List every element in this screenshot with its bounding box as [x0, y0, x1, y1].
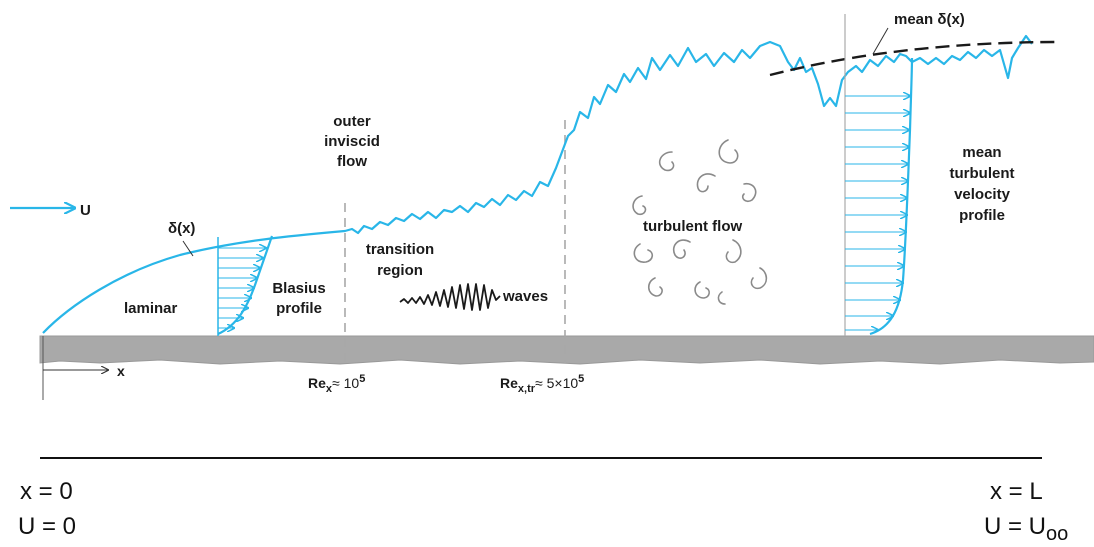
freestream-label: U: [80, 202, 91, 219]
turbulent-profile-curve: [869, 57, 914, 336]
mean-profile-line4: profile: [959, 207, 1005, 224]
laminar-label: laminar: [124, 300, 178, 317]
delta-label: δ(x): [168, 220, 195, 237]
mean-profile-line2: turbulent: [950, 165, 1015, 182]
blasius-curve: [217, 235, 274, 336]
mean-delta-label: mean δ(x): [894, 11, 965, 28]
blasius-arrows: [218, 248, 266, 328]
transition-label-line1: transition: [366, 241, 434, 258]
delta-leader: [182, 240, 194, 257]
mean-profile-line3: velocity: [954, 186, 1011, 203]
x-axis-label: x: [117, 363, 125, 379]
outer-flow-line3: flow: [337, 153, 367, 170]
mean-delta-curve: [769, 40, 1061, 77]
plate-wall: [39, 335, 1094, 365]
svg-text:U = Uoo: U = Uoo: [984, 513, 1068, 545]
svg-text:Rex≈ 105: Rex≈ 105: [308, 373, 365, 395]
turbulent-profile-arrows: [845, 96, 910, 330]
mean-delta-leader: [872, 27, 889, 55]
svg-text:Rex,tr≈ 5×105: Rex,tr≈ 5×105: [500, 373, 584, 395]
right-u-label: U = Uoo: [984, 513, 1068, 545]
turbulent-eddies: [632, 139, 768, 305]
mean-profile-line1: mean: [962, 144, 1001, 161]
transition-label-line2: region: [377, 262, 423, 279]
blasius-label-line1: Blasius: [272, 280, 325, 297]
outer-flow-line2: inviscid: [324, 133, 380, 150]
left-x-label: x = 0: [20, 478, 73, 505]
outer-flow-line1: outer: [333, 113, 371, 130]
blasius-label-line2: profile: [276, 300, 322, 317]
transition-waves-squiggle: [399, 283, 501, 311]
transition-re-label: Rex,tr≈ 5×105: [500, 373, 584, 395]
critical-re-label: Rex≈ 105: [308, 373, 365, 395]
left-u-label: U = 0: [18, 513, 76, 540]
right-x-label: x = L: [990, 478, 1043, 505]
turbulent-flow-label: turbulent flow: [643, 218, 742, 235]
waves-label: waves: [502, 288, 548, 305]
boundary-layer-edge: [42, 34, 1033, 334]
